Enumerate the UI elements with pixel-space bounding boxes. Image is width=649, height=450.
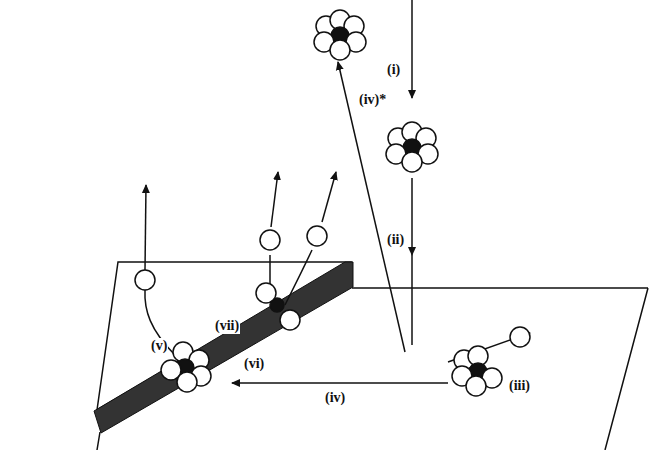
lower-terrace xyxy=(97,288,648,450)
arrow-ligand-vii-b xyxy=(322,172,336,222)
path-ligand-v xyxy=(145,290,175,355)
callout-label: (ii) xyxy=(386,232,405,248)
callout-label: (iv)* xyxy=(358,92,387,108)
molecule-group xyxy=(135,10,530,396)
arrow-i xyxy=(411,0,413,98)
callout-label: (vi) xyxy=(243,356,265,372)
ligand-atom xyxy=(280,310,300,330)
step-edge xyxy=(94,262,353,433)
callout-label: (iii) xyxy=(508,378,531,394)
arrow-iv xyxy=(232,382,448,384)
arrow-iv-star xyxy=(338,62,405,352)
ligand-atom xyxy=(307,226,327,246)
ligand-atom xyxy=(330,40,350,60)
callout-label: (i) xyxy=(386,62,401,78)
ligand-atom xyxy=(177,372,197,392)
ligand-atom xyxy=(402,152,422,172)
ligand-atom xyxy=(135,270,155,290)
ligand-atom xyxy=(256,283,276,303)
arrow-ii xyxy=(411,178,413,255)
callout-label: (vii) xyxy=(214,318,240,334)
callout-label: (v) xyxy=(150,338,168,354)
path-ligand-vii-b xyxy=(285,250,312,305)
callout-label: (iv) xyxy=(324,390,346,406)
ligand-atom xyxy=(466,376,486,396)
arrow-ligand-v xyxy=(145,185,146,270)
ligand-atom xyxy=(510,327,530,347)
arrow-ii-tail xyxy=(411,255,413,345)
ligand-atom xyxy=(260,230,280,250)
arrow-ligand-vii-a xyxy=(271,172,278,227)
